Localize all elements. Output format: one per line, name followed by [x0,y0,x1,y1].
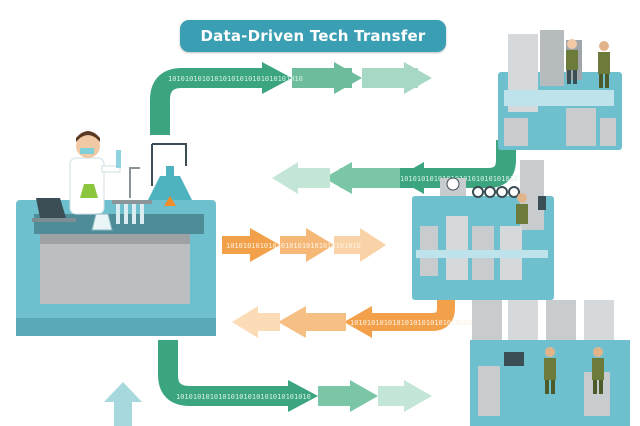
soldier-3 [544,347,556,394]
return-orange-bits: 10101010101010101010101010101010 [350,319,485,327]
green-flow-bits: 10101010101010101010101010101010 [168,75,303,83]
lab-glassware [91,143,192,231]
green-arrow-3 [404,62,432,94]
outgoing-teal-flow: 10101010101010101010101010101010 [158,340,432,412]
soldier-4 [592,347,604,394]
teal-arrow-1 [288,380,318,412]
return-green-bits: 10101010101010101010101010101010 [400,175,535,183]
orange-arrow-2 [306,228,334,262]
teal-flow-bits: 10101010101010101010101010101010 [176,393,311,401]
teal-flow-elbow [158,340,290,406]
green-flow-elbow [150,68,270,135]
return-green-arrow-1 [396,162,424,194]
outgoing-green-flow: 10101010101010101010101010101010 [150,62,432,135]
facility-middle [412,160,554,300]
orange-flow-bits: 10101010101010101010101010101010 [226,242,361,250]
return-orange-arrow-1 [344,306,372,338]
conveyor-rollers [472,186,520,198]
soldier-2 [516,193,546,224]
outgoing-orange-flow: 10101010101010101010101010101010 [222,228,386,262]
return-green-arrow-3 [272,162,298,194]
lab-cabinet [40,234,190,304]
facility-top [498,30,622,150]
laboratory [16,131,216,336]
return-green-flow: 10101010101010101010101010101010 [272,140,535,194]
return-green-arrow-2 [324,162,352,194]
orange-arrow-3 [360,228,386,262]
return-orange-flow: 10101010101010101010101010101010 [232,300,485,338]
return-orange-arrow-3 [232,306,258,338]
operator-1 [566,39,578,84]
diagram-title: Data-Driven Tech Transfer [180,20,446,52]
scientist [69,131,121,215]
orange-arrow-1 [250,228,280,262]
facility-bottom [470,300,630,426]
soldier-1 [598,41,610,88]
upward-arrow [104,382,142,426]
laptop [32,198,76,222]
green-arrow-2 [334,62,362,94]
return-orange-elbow [370,300,455,331]
return-green-elbow [400,140,516,188]
green-arrow-1 [262,62,292,94]
teal-arrow-2 [350,380,378,412]
return-orange-arrow-2 [278,306,306,338]
teal-arrow-3 [404,380,432,412]
